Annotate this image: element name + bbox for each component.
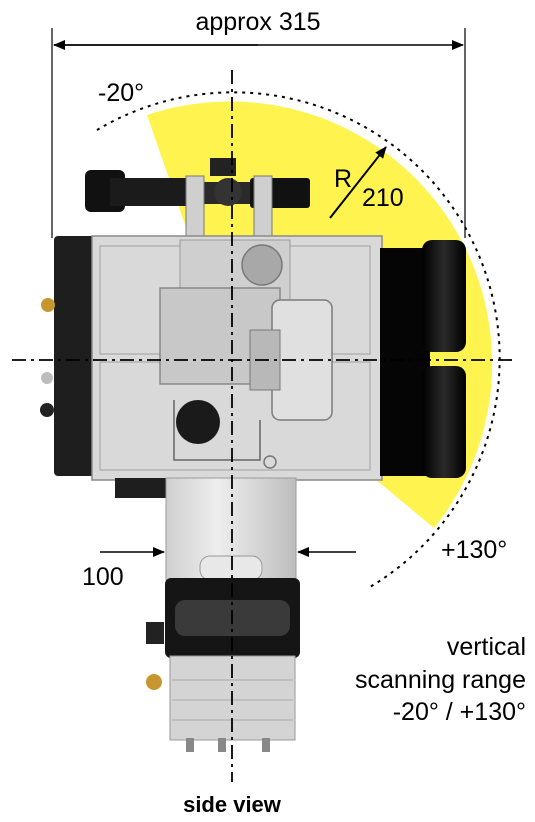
- end-angle-label: +130°: [441, 536, 507, 564]
- scan-range-line1: vertical: [447, 633, 526, 661]
- radius-r-label: R: [334, 165, 352, 193]
- radius-arrow: [329, 146, 387, 219]
- scan-range-line3: -20° / +130°: [393, 698, 526, 726]
- scan-range-line2: scanning range: [355, 666, 526, 694]
- side-housing-black: [54, 236, 96, 476]
- scanning-range-arc: [96, 91, 501, 588]
- brass-connector: [41, 298, 55, 312]
- telescope-sight: [85, 158, 310, 237]
- radius-value-label: 210: [362, 184, 404, 212]
- start-angle-label: -20°: [98, 79, 144, 107]
- scanner-device: [40, 158, 466, 752]
- scanner-lenses: [380, 240, 466, 478]
- side-view-caption: side view: [183, 792, 282, 817]
- width-dimension-label: approx 315: [195, 8, 320, 36]
- mount-width-label: 100: [82, 563, 124, 591]
